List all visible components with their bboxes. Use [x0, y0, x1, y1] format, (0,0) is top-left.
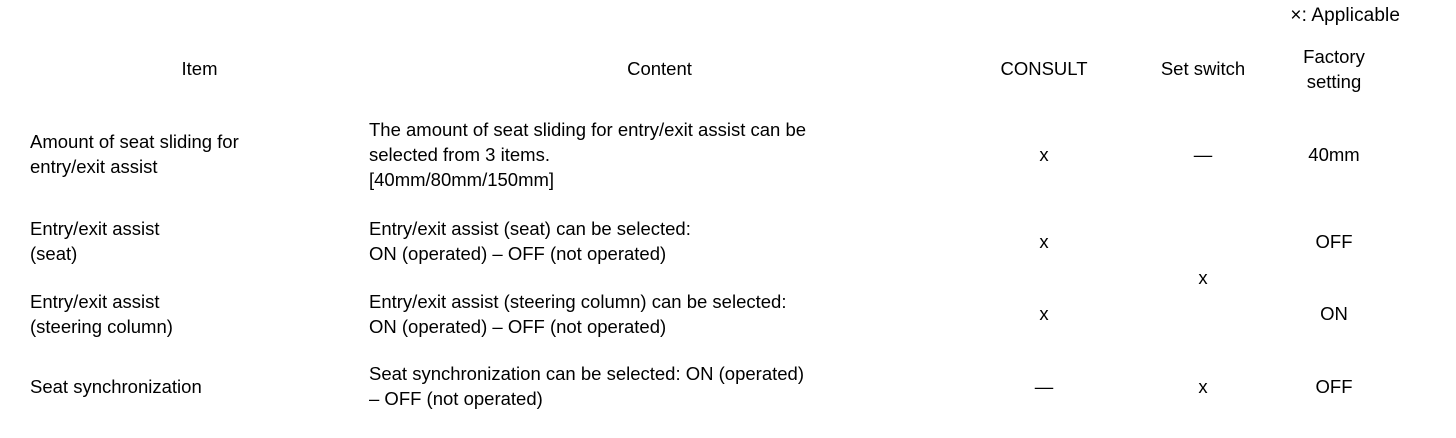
column-header-factory-setting: Factory setting	[1268, 34, 1400, 103]
table-row: Seat synchronization Seat synchronizatio…	[30, 350, 1400, 422]
specification-table-wrapper: Item Content CONSULT Set switch Factory …	[30, 34, 1400, 422]
header-row: Item Content CONSULT Set switch Factory …	[30, 34, 1400, 103]
row-factory-setting-cell: ON	[1320, 303, 1348, 324]
row-factory-setting-cell: OFF	[1315, 375, 1353, 397]
row-consult-cell: x	[1039, 143, 1049, 165]
row-item-cell: Entry/exit assist (seat)	[30, 205, 369, 277]
row-content-line: – OFF (not operated)	[369, 388, 543, 409]
row-factory-setting-cell: OFF	[1315, 230, 1353, 252]
column-header-set-switch: Set switch	[1160, 58, 1246, 79]
row-set-switch-cell: —	[1193, 143, 1213, 165]
row-item-line: (seat)	[30, 243, 78, 264]
row-consult-cell: —	[1034, 375, 1054, 397]
row-item-line: Seat synchronization	[30, 375, 202, 397]
row-content-cell: Entry/exit assist (seat) can be selected…	[369, 205, 950, 277]
applicable-legend: ×: Applicable	[1290, 5, 1400, 26]
column-header-factory-setting-line2: setting	[1306, 70, 1362, 92]
row-content-line: ON (operated) – OFF (not operated)	[369, 243, 667, 264]
row-factory-setting-cell: 40mm	[1308, 143, 1360, 165]
row-item-line: Entry/exit assist	[30, 218, 160, 239]
table-row: Amount of seat sliding for entry/exit as…	[30, 103, 1400, 205]
row-consult-cell: x	[1039, 303, 1049, 324]
column-header-content: Content	[627, 58, 692, 79]
table-row: Entry/exit assist (seat) Entry/exit assi…	[30, 205, 1400, 288]
row-content-cell: Entry/exit assist (steering column) can …	[369, 277, 950, 350]
row-set-switch-cell-merged: x	[1198, 267, 1208, 288]
row-content-line: selected from 3 items.	[369, 143, 550, 165]
row-content-line: Entry/exit assist (seat) can be selected…	[369, 218, 691, 239]
specification-table: Item Content CONSULT Set switch Factory …	[30, 34, 1400, 422]
row-content-line: [40mm/80mm/150mm]	[369, 168, 555, 190]
table-body: Amount of seat sliding for entry/exit as…	[30, 103, 1400, 422]
row-item-cell: Amount of seat sliding for entry/exit as…	[30, 103, 369, 205]
row-consult-cell: x	[1039, 230, 1049, 252]
row-content-cell: Seat synchronization can be selected: ON…	[369, 350, 950, 422]
row-item-cell: Entry/exit assist (steering column)	[30, 277, 369, 350]
row-item-line: Entry/exit assist	[30, 290, 160, 312]
row-content-cell: The amount of seat sliding for entry/exi…	[369, 103, 950, 205]
row-content-line: Seat synchronization can be selected: ON…	[369, 363, 804, 384]
row-item-line: Amount of seat sliding for	[30, 131, 239, 152]
row-item-cell: Seat synchronization	[30, 350, 369, 422]
column-header-consult: CONSULT	[1000, 58, 1088, 79]
row-item-line: entry/exit assist	[30, 156, 158, 177]
row-item-line: (steering column)	[30, 315, 173, 337]
column-header-item: Item	[181, 58, 218, 79]
column-header-factory-setting-line1: Factory	[1303, 45, 1365, 67]
row-set-switch-cell: x	[1198, 375, 1208, 397]
table-row: Entry/exit assist (steering column) Entr…	[30, 277, 1400, 350]
table-header: Item Content CONSULT Set switch Factory …	[30, 34, 1400, 103]
row-content-line: Entry/exit assist (steering column) can …	[369, 290, 787, 312]
row-content-line: The amount of seat sliding for entry/exi…	[369, 118, 807, 140]
row-content-line: ON (operated) – OFF (not operated)	[369, 315, 667, 337]
